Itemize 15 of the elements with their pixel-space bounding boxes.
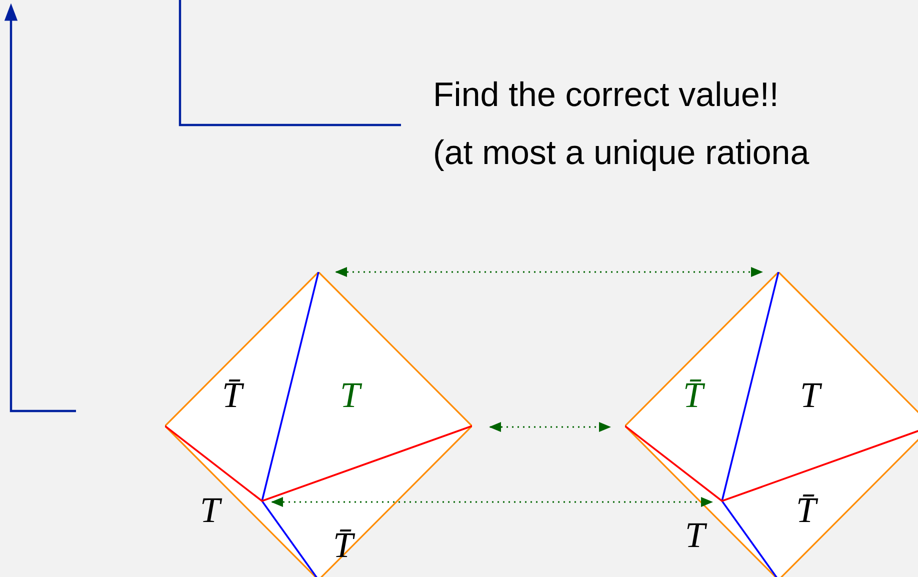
note-text: Find the correct value!!	[433, 75, 780, 116]
math-symbol: T	[340, 377, 360, 413]
diamond-diagram	[625, 272, 918, 577]
math-symbol: T̄	[796, 492, 816, 528]
dotted-arrow	[489, 422, 611, 432]
math-symbol: T	[684, 517, 706, 553]
diamond-diagram	[165, 272, 472, 577]
math-symbol: T̄	[682, 377, 704, 413]
math-symbol: T̄	[332, 527, 354, 563]
dotted-arrow	[271, 497, 713, 507]
math-symbol: T	[200, 492, 220, 528]
math-symbol: T	[800, 377, 820, 413]
note-text: (at most a unique rationa	[433, 133, 810, 174]
math-symbol: T̄	[222, 377, 242, 413]
dotted-arrow	[335, 267, 763, 277]
